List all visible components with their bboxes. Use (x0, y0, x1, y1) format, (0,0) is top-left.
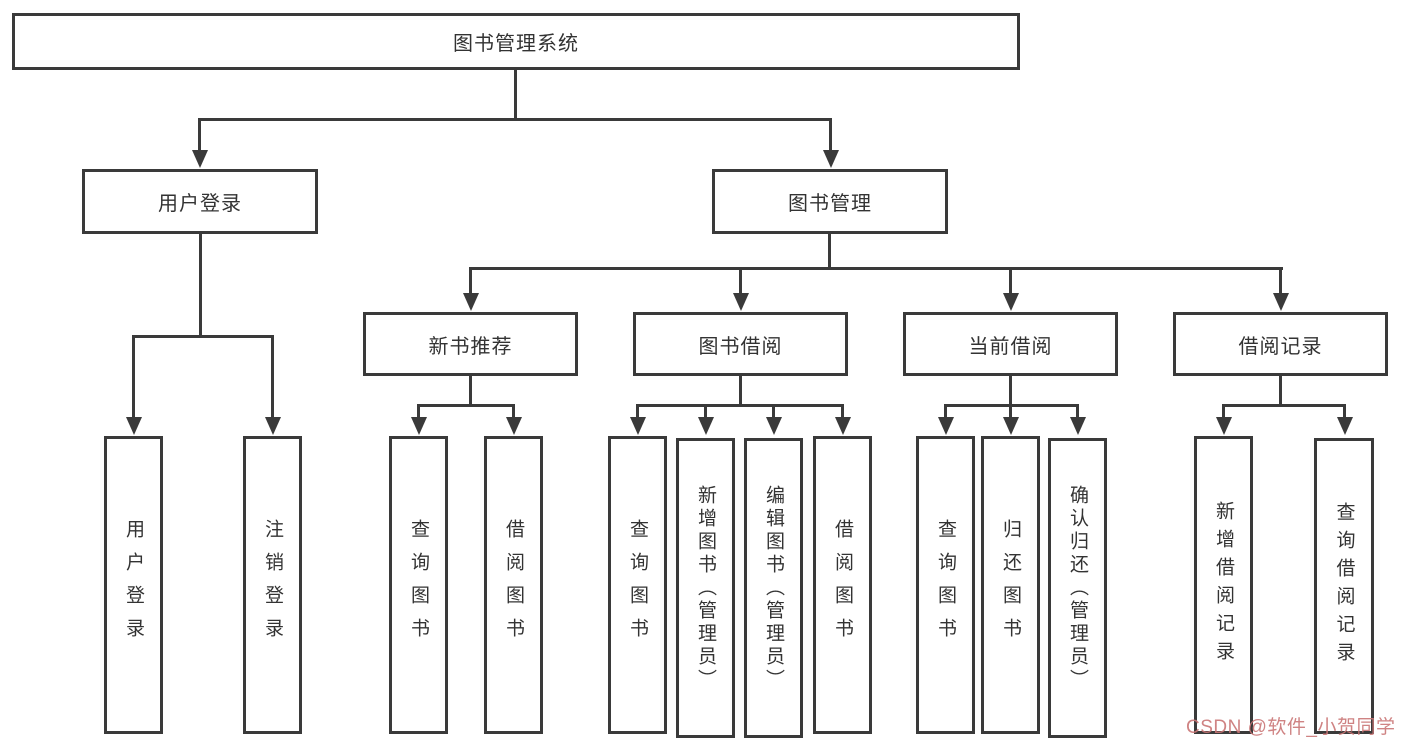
connector-line (636, 404, 639, 420)
leaf-add-borrow-record: 新增借阅记录 (1194, 436, 1253, 734)
connector-line (1222, 404, 1225, 420)
arrow-down-icon (766, 417, 782, 435)
connector-line (841, 404, 844, 420)
connector-line (132, 335, 274, 338)
connector-line (772, 404, 775, 420)
connector-line (944, 404, 947, 420)
connector-line (1009, 376, 1012, 406)
connector-line (512, 404, 515, 420)
node-current-borrow: 当前借阅 (903, 312, 1118, 376)
node-borrow-record: 借阅记录 (1173, 312, 1388, 376)
leaf-return-book: 归还图书 (981, 436, 1040, 734)
leaf-edit-book-admin: 编辑图书（管理员） (744, 438, 803, 738)
leaf-add-book-admin: 新增图书（管理员） (676, 438, 735, 738)
leaf-query-book-borrow: 查询图书 (608, 436, 667, 734)
arrow-down-icon (630, 417, 646, 435)
connector-line (132, 335, 135, 419)
arrow-down-icon (506, 417, 522, 435)
arrow-down-icon (938, 417, 954, 435)
arrow-down-icon (265, 417, 281, 435)
leaf-query-borrow-record: 查询借阅记录 (1314, 438, 1374, 734)
connector-line (1009, 267, 1012, 295)
arrow-down-icon (1216, 417, 1232, 435)
leaf-borrow-book-borrow: 借阅图书 (813, 436, 872, 734)
connector-line (636, 404, 844, 407)
connector-line (417, 404, 420, 420)
connector-line (1343, 404, 1346, 420)
leaf-query-book-newrec: 查询图书 (389, 436, 448, 734)
arrow-down-icon (1337, 417, 1353, 435)
arrow-down-icon (1003, 293, 1019, 311)
arrow-down-icon (823, 150, 839, 168)
connector-line (739, 267, 742, 295)
connector-line (828, 234, 831, 270)
connector-line (199, 233, 202, 337)
connector-line (198, 118, 832, 121)
connector-line (1076, 404, 1079, 420)
connector-line (1009, 404, 1012, 420)
node-new-book-recommend: 新书推荐 (363, 312, 578, 376)
connector-line (417, 404, 515, 407)
connector-line (829, 118, 832, 154)
arrow-down-icon (463, 293, 479, 311)
arrow-down-icon (1003, 417, 1019, 435)
node-book-management: 图书管理 (712, 169, 948, 234)
node-user-login: 用户登录 (82, 169, 318, 234)
node-book-borrow: 图书借阅 (633, 312, 848, 376)
connector-line (514, 69, 517, 121)
leaf-user-login: 用户登录 (104, 436, 163, 734)
connector-line (271, 335, 274, 419)
leaf-borrow-book-newrec: 借阅图书 (484, 436, 543, 734)
connector-line (739, 376, 742, 406)
leaf-confirm-return-admin: 确认归还（管理员） (1048, 438, 1107, 738)
connector-line (704, 404, 707, 420)
leaf-logout-login: 注销登录 (243, 436, 302, 734)
arrow-down-icon (1070, 417, 1086, 435)
connector-line (469, 267, 472, 295)
arrow-down-icon (835, 417, 851, 435)
arrow-down-icon (411, 417, 427, 435)
arrow-down-icon (733, 293, 749, 311)
leaf-query-book-current: 查询图书 (916, 436, 975, 734)
connector-line (1279, 376, 1282, 406)
arrow-down-icon (1273, 293, 1289, 311)
watermark-text: CSDN @软件_小贺同学 (1186, 717, 1396, 738)
connector-line (198, 118, 201, 154)
connector-line (1279, 267, 1282, 295)
arrow-down-icon (698, 417, 714, 435)
connector-line (469, 267, 1283, 270)
node-root: 图书管理系统 (12, 13, 1020, 70)
arrow-down-icon (126, 417, 142, 435)
connector-line (1222, 404, 1346, 407)
arrow-down-icon (192, 150, 208, 168)
connector-line (469, 376, 472, 406)
